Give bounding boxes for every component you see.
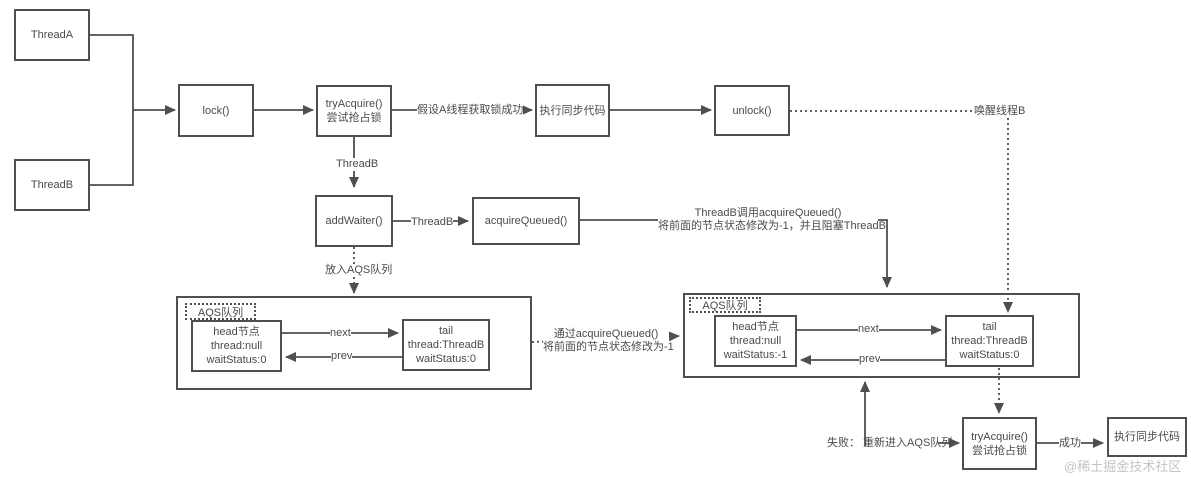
queue-right-tail-line1: tail xyxy=(982,321,997,333)
node-execsync-bottom-label: 执行同步代码 xyxy=(1114,431,1180,443)
edge-label-threadb-right: ThreadB xyxy=(411,216,454,229)
node-thread-b-label: ThreadB xyxy=(30,179,74,191)
node-acquirequeued-label: acquireQueued() xyxy=(484,215,568,227)
node-execsync-bottom: 执行同步代码 xyxy=(1107,417,1187,457)
node-thread-a-label: ThreadA xyxy=(30,29,74,41)
node-tryacquire-top-line1: tryAcquire() xyxy=(325,98,383,110)
queue-left-head-line1: head节点 xyxy=(213,326,260,338)
queue-left-tail-node: tail thread:ThreadB waitStatus:0 xyxy=(402,319,490,371)
queue-right-title: AQS队列 xyxy=(689,297,761,313)
edge-label-call-acquirequeued-line1: ThreadB调用acquireQueued() xyxy=(694,207,842,219)
queue-left-tail-line2: thread:ThreadB xyxy=(407,339,485,351)
queue-right-prev-label: prev xyxy=(859,353,881,366)
wire-thread-bracket xyxy=(90,34,134,186)
aqs-queue-left-container xyxy=(176,296,532,390)
node-execsync-top-label: 执行同步代码 xyxy=(539,104,606,117)
edge-label-call-acquirequeued-line2: 将前面的节点状态修改为-1，并且阻塞ThreadB xyxy=(658,220,886,232)
queue-right-head-line2: thread:null xyxy=(729,335,782,347)
node-unlock: unlock() xyxy=(714,85,790,136)
node-acquirequeued: acquireQueued() xyxy=(472,197,580,245)
edge-label-threadb-down: ThreadB xyxy=(336,158,379,171)
node-tryacquire-bottom-line1: tryAcquire() xyxy=(971,430,1028,443)
queue-left-head-line3: waitStatus:0 xyxy=(206,354,267,366)
edge-label-via-acquirequeued-line1: 通过acquireQueued() xyxy=(553,328,659,340)
node-addwaiter-label: addWaiter() xyxy=(325,215,383,227)
node-thread-a: ThreadA xyxy=(14,9,90,61)
queue-left-head-line2: thread:null xyxy=(210,340,263,352)
queue-right-head-line1: head节点 xyxy=(732,321,779,333)
edge-label-enqueue: 放入AQS队列 xyxy=(325,264,393,277)
queue-right-tail-node: tail thread:ThreadB waitStatus:0 xyxy=(945,315,1034,367)
node-tryacquire-top-line2: 尝试抢占锁 xyxy=(326,112,382,124)
queue-right-head-line3: waitStatus:-1 xyxy=(723,349,788,361)
node-execsync-top: 执行同步代码 xyxy=(535,84,610,137)
edge-label-wake-thread-b: 唤醒线程B xyxy=(974,105,1026,118)
node-tryacquire-top: tryAcquire() 尝试抢占锁 xyxy=(316,85,392,137)
node-lock-label: lock() xyxy=(202,104,230,117)
aqs-queue-right-container xyxy=(683,293,1080,378)
queue-left-next-label: next xyxy=(330,327,351,340)
queue-left-title-text: AQS队列 xyxy=(197,306,244,319)
node-unlock-label: unlock() xyxy=(732,104,772,117)
edge-label-via-acquirequeued: 通过acquireQueued() 将前面的节点状态修改为-1 xyxy=(543,328,674,354)
node-tryacquire-bottom-line2: 尝试抢占锁 xyxy=(972,444,1027,457)
edge-label-fail-requeue: 失败： 重新进入AQS队列 xyxy=(827,437,953,449)
edge-label-assume-a-success: 假设A线程获取锁成功 xyxy=(417,104,524,117)
queue-right-next-label: next xyxy=(858,323,879,336)
edge-label-success: 成功 xyxy=(1059,437,1081,450)
node-tryacquire-bottom: tryAcquire() 尝试抢占锁 xyxy=(962,417,1037,470)
queue-right-tail-line3: waitStatus:0 xyxy=(959,349,1020,361)
queue-right-tail-line2: thread:ThreadB xyxy=(951,335,1028,347)
queue-left-tail-line1: tail xyxy=(438,325,454,337)
node-addwaiter: addWaiter() xyxy=(315,195,393,247)
node-lock: lock() xyxy=(178,84,254,137)
queue-left-tail-line3: waitStatus:0 xyxy=(416,353,476,365)
juejin-watermark: @稀土掘金技术社区 xyxy=(1064,459,1182,474)
queue-right-head-node: head节点 thread:null waitStatus:-1 xyxy=(714,315,797,367)
node-thread-b: ThreadB xyxy=(14,159,90,211)
queue-left-head-node: head节点 thread:null waitStatus:0 xyxy=(191,320,282,372)
edge-label-call-acquirequeued: ThreadB调用acquireQueued() 将前面的节点状态修改为-1，并… xyxy=(658,207,886,233)
queue-left-prev-label: prev xyxy=(331,350,353,363)
queue-left-title: AQS队列 xyxy=(185,303,256,320)
edge-label-via-acquirequeued-line2: 将前面的节点状态修改为-1 xyxy=(543,341,674,353)
queue-right-title-text: AQS队列 xyxy=(702,300,748,312)
